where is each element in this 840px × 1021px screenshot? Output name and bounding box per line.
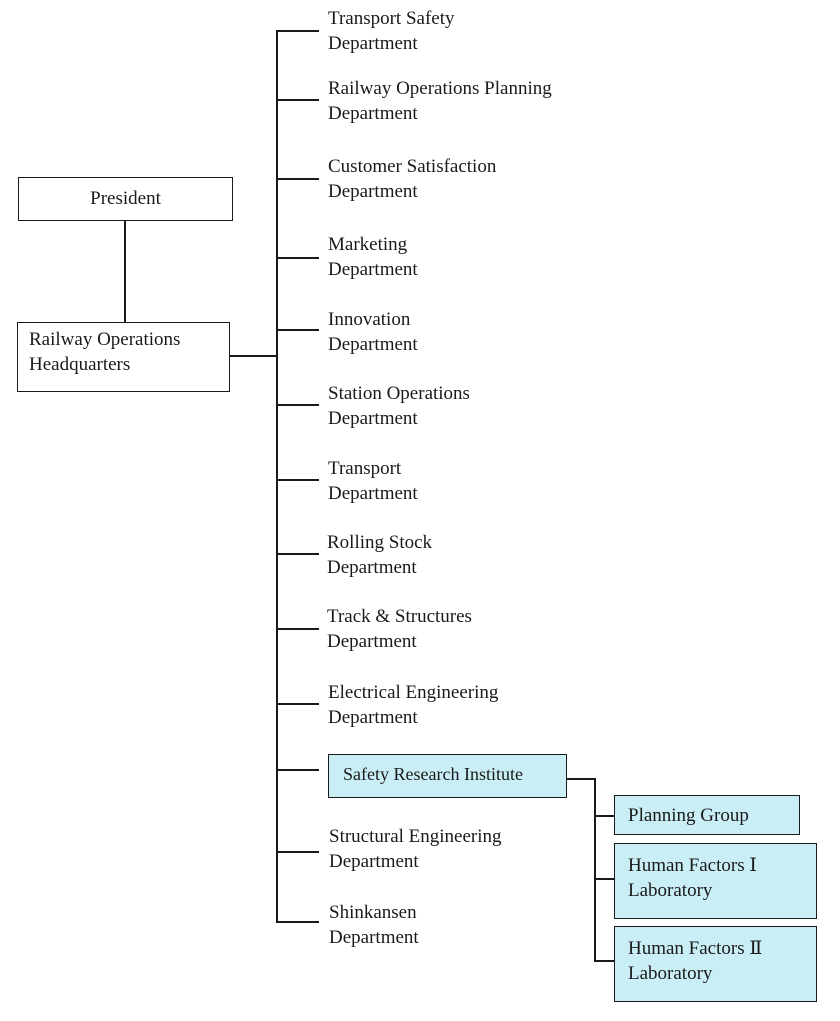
human-factors-1-label-line2: Laboratory [628, 880, 713, 901]
branch-rolling-stock [276, 553, 319, 555]
headquarters-connector [230, 355, 277, 357]
president-box: President [18, 177, 233, 221]
department-suffix: Department [328, 334, 418, 355]
human-factors-2-box: Human Factors Ⅱ Laboratory [614, 926, 817, 1002]
branch-station-operations [276, 404, 319, 406]
department-name: Innovation [328, 309, 411, 330]
branch-safety-research-institute [276, 769, 319, 771]
department-suffix: Department [328, 408, 418, 429]
human-factors-2-label-line1: Human Factors Ⅱ [628, 938, 763, 959]
department-suffix: Department [328, 103, 418, 124]
department-track-structures: Track & Structures Department [327, 604, 472, 654]
president-label: President [90, 188, 161, 209]
branch-innovation [276, 329, 319, 331]
department-name: Structural Engineering [329, 826, 502, 847]
institute-trunk-line [594, 778, 596, 960]
department-suffix: Department [328, 259, 418, 280]
headquarters-label-line1: Railway Operations [29, 329, 181, 350]
department-structural-engineering: Structural Engineering Department [329, 824, 502, 874]
branch-human-factors-2 [594, 960, 615, 962]
department-rolling-stock: Rolling Stock Department [327, 530, 432, 580]
department-name: Transport Safety [328, 8, 455, 29]
department-transport: Transport Department [328, 456, 418, 506]
human-factors-1-label-line1: Human Factors Ⅰ [628, 855, 757, 876]
department-trunk-line [276, 30, 278, 922]
safety-research-institute-label: Safety Research Institute [343, 764, 523, 784]
branch-human-factors-1 [594, 878, 615, 880]
department-name: Station Operations [328, 383, 470, 404]
department-name: Transport [328, 458, 402, 479]
headquarters-box: Railway Operations Headquarters [17, 322, 230, 392]
branch-railway-operations-planning [276, 99, 319, 101]
department-shinkansen: Shinkansen Department [329, 900, 419, 950]
department-name: Customer Satisfaction [328, 156, 497, 177]
branch-marketing [276, 257, 319, 259]
department-marketing: Marketing Department [328, 232, 418, 282]
department-name: Marketing [328, 234, 408, 255]
department-suffix: Department [329, 851, 419, 872]
department-customer-satisfaction: Customer Satisfaction Department [328, 154, 496, 204]
branch-track-structures [276, 628, 319, 630]
branch-electrical-engineering [276, 703, 319, 705]
branch-transport [276, 479, 319, 481]
department-name: Shinkansen [329, 902, 417, 923]
branch-planning-group [594, 815, 615, 817]
branch-transport-safety [276, 30, 319, 32]
department-name: Railway Operations Planning [328, 78, 552, 99]
human-factors-1-box: Human Factors Ⅰ Laboratory [614, 843, 817, 919]
department-station-operations: Station Operations Department [328, 381, 470, 431]
department-suffix: Department [329, 927, 419, 948]
department-name: Rolling Stock [327, 532, 433, 553]
department-electrical-engineering: Electrical Engineering Department [328, 680, 498, 730]
institute-connector [567, 778, 595, 780]
branch-structural-engineering [276, 851, 319, 853]
department-suffix: Department [328, 181, 418, 202]
department-suffix: Department [328, 707, 418, 728]
human-factors-2-label-line2: Laboratory [628, 963, 713, 984]
department-transport-safety: Transport Safety Department [328, 6, 455, 56]
department-innovation: Innovation Department [328, 307, 418, 357]
president-connector [124, 220, 126, 323]
department-name: Track & Structures [327, 606, 472, 627]
planning-group-label: Planning Group [628, 805, 749, 826]
headquarters-label-line2: Headquarters [29, 354, 131, 375]
department-suffix: Department [328, 33, 418, 54]
department-railway-operations-planning: Railway Operations Planning Department [328, 76, 552, 126]
department-suffix: Department [328, 483, 418, 504]
branch-customer-satisfaction [276, 178, 319, 180]
safety-research-institute-box: Safety Research Institute [328, 754, 567, 798]
department-name: Electrical Engineering [328, 682, 499, 703]
department-suffix: Department [327, 557, 417, 578]
planning-group-box: Planning Group [614, 795, 800, 835]
department-suffix: Department [327, 631, 417, 652]
branch-shinkansen [276, 921, 319, 923]
